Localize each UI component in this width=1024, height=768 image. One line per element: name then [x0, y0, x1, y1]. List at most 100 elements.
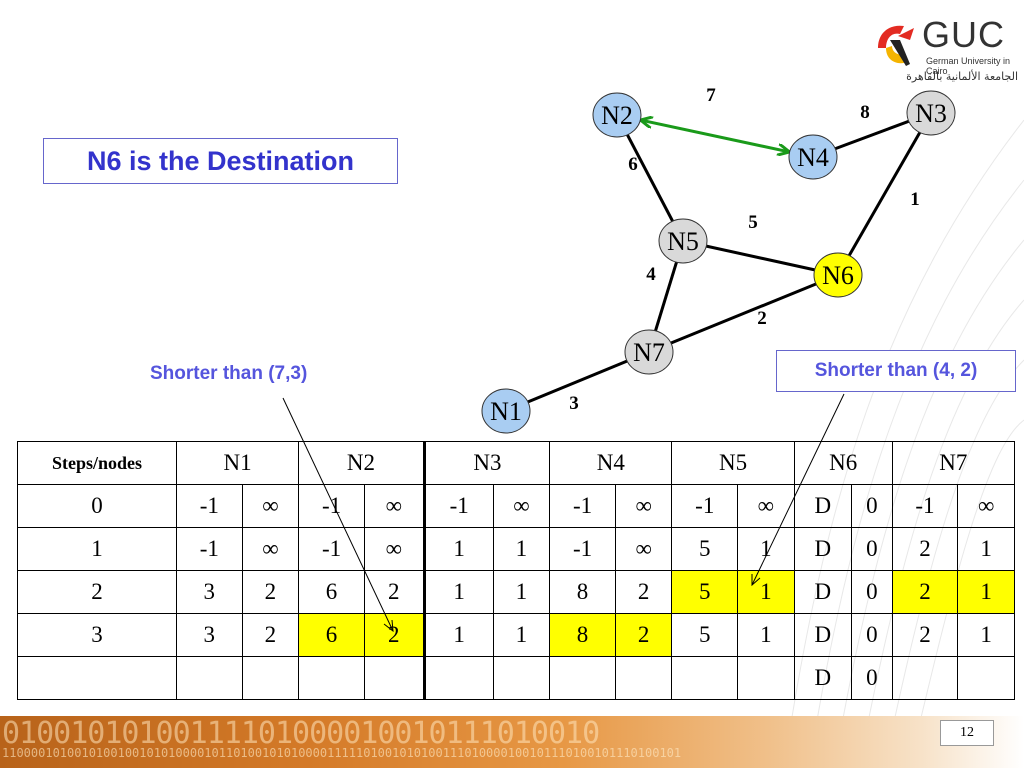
table-cell: -1 — [176, 527, 243, 571]
edge-weight-label: 4 — [646, 264, 656, 285]
table-cell: ∞ — [492, 484, 551, 528]
table-cell — [614, 656, 673, 700]
table-cell: 1 — [957, 613, 1015, 657]
table-cell: 1 — [492, 570, 551, 614]
node-n6: N6 — [813, 252, 863, 298]
table-cell: 3 — [176, 570, 243, 614]
table-cell: 5 — [671, 527, 739, 571]
table-cell: 2 — [891, 527, 959, 571]
table-cell — [363, 656, 426, 700]
table-cell — [957, 656, 1015, 700]
table-cell: 1 — [737, 527, 795, 571]
logo-subtitle: German University in Cairo — [926, 56, 1011, 76]
edge-n2-n4 — [642, 120, 787, 151]
edge-weight-label: 6 — [628, 154, 638, 175]
node-n3: N3 — [906, 90, 956, 136]
table-cell — [737, 656, 795, 700]
step-cell: 2 — [17, 570, 177, 614]
footer-binary-large: 01001010100111101000010010111010010 — [2, 716, 600, 751]
header-node-n7: N7 — [891, 441, 1016, 485]
table-cell: ∞ — [241, 527, 300, 571]
edge-weight-label: 2 — [757, 308, 767, 329]
table-cell: 2 — [891, 613, 959, 657]
table-cell: -1 — [549, 527, 616, 571]
node-n4: N4 — [788, 134, 838, 180]
node-label: N6 — [822, 261, 854, 290]
table-cell: 0 — [851, 656, 893, 700]
node-label: N5 — [667, 227, 699, 256]
table-cell: 5 — [671, 570, 739, 614]
callout-right-text: Shorter than (4, 2) — [814, 360, 978, 381]
node-label: N4 — [797, 143, 829, 172]
node-circle — [906, 90, 956, 136]
step-cell: 1 — [17, 527, 177, 571]
table-cell: D — [793, 484, 853, 528]
node-n7: N7 — [624, 329, 674, 375]
table-cell: ∞ — [614, 527, 673, 571]
callout-right-box: Shorter than (4, 2) — [776, 350, 1016, 392]
node-label: N3 — [915, 99, 947, 128]
header-node-n4: N4 — [549, 441, 673, 485]
table-cell: 2 — [241, 570, 300, 614]
table-cell: 2 — [614, 570, 673, 614]
table-cell: 6 — [298, 570, 365, 614]
table-cell: 5 — [671, 613, 739, 657]
table-cell: 2 — [891, 570, 959, 614]
table-cell: -1 — [671, 484, 739, 528]
table-cell: D — [793, 527, 853, 571]
table-cell: 1 — [423, 527, 494, 571]
table-cell: -1 — [298, 527, 365, 571]
table-cell: 1 — [737, 613, 795, 657]
edge-n3-n6 — [836, 112, 933, 276]
table-cell — [891, 656, 959, 700]
node-n2: N2 — [592, 92, 642, 138]
table-cell: 0 — [851, 484, 893, 528]
table-cell: 2 — [363, 570, 426, 614]
table-cell: 1 — [957, 570, 1015, 614]
node-label: N1 — [490, 397, 522, 426]
node-circle — [624, 329, 674, 375]
table-cell: ∞ — [737, 484, 795, 528]
node-circle — [592, 92, 642, 138]
table-cell: 0 — [851, 613, 893, 657]
node-circle — [481, 388, 531, 434]
table-cell: -1 — [423, 484, 494, 528]
node-n1: N1 — [481, 388, 531, 434]
guc-logo: GUC German University in Cairo الجامعة ا… — [870, 14, 1020, 86]
edge-weight-label: 8 — [860, 102, 870, 123]
step-cell: 0 — [17, 484, 177, 528]
table-cell — [423, 656, 494, 700]
table-cell: D — [793, 613, 853, 657]
table-cell: ∞ — [363, 527, 426, 571]
table-cell: ∞ — [241, 484, 300, 528]
edge-n1-n7 — [505, 350, 650, 413]
table-cell: 1 — [957, 527, 1015, 571]
logo-wordmark: GUC — [922, 14, 1005, 55]
step-cell: 3 — [17, 613, 177, 657]
node-n5: N5 — [658, 218, 708, 264]
edge-n2-n5 — [615, 114, 685, 242]
title-box: N6 is the Destination — [43, 138, 398, 184]
table-cell: 0 — [851, 570, 893, 614]
table-cell — [176, 656, 243, 700]
table-cell: -1 — [298, 484, 365, 528]
footer-binary-small: 1100001010010100100101010000101101001010… — [2, 746, 682, 760]
footer-banner: 01001010100111101000010010111010010 1100… — [0, 716, 1024, 768]
logo-arabic: الجامعة الألمانية بالقاهرة — [906, 70, 1018, 83]
table-cell: ∞ — [614, 484, 673, 528]
table-cell: 2 — [241, 613, 300, 657]
header-steps-nodes: Steps/nodes — [17, 441, 177, 485]
table-cell: 1 — [423, 570, 494, 614]
node-circle — [788, 134, 838, 180]
page-number: 12 — [940, 720, 994, 746]
table-cell: 1 — [737, 570, 795, 614]
page-number-text: 12 — [960, 725, 974, 740]
table-cell: -1 — [176, 484, 243, 528]
table-cell: -1 — [891, 484, 959, 528]
table-cell: -1 — [549, 484, 616, 528]
